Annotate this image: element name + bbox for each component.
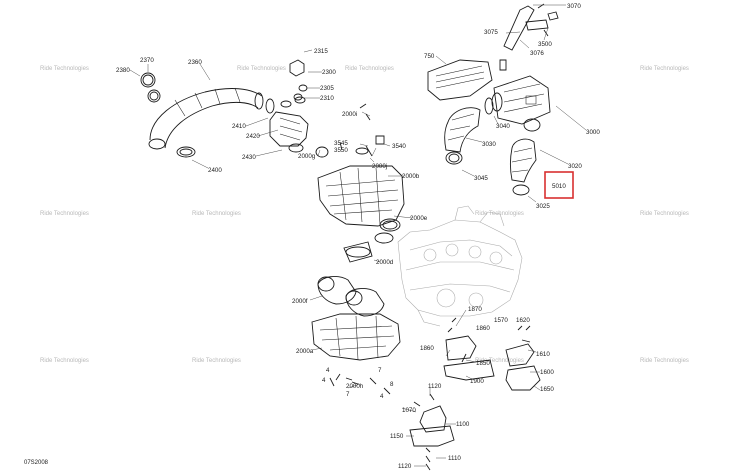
callout-1620: 1620	[516, 317, 530, 324]
callout-2300: 2300	[322, 69, 336, 76]
callout-3550: 3550	[334, 147, 348, 154]
callout-1120: 1120	[398, 463, 412, 470]
callout-2410: 2410	[232, 123, 246, 130]
intake-manifold-lower	[311, 276, 401, 395]
callout-1860: 1860	[420, 345, 434, 352]
callout-2370: 2370	[140, 57, 154, 64]
callout-7: 7	[346, 391, 350, 398]
callout-2000g: 2000g	[298, 153, 316, 160]
watermark: Ride Technologies	[345, 66, 394, 72]
watermark: Ride Technologies	[192, 211, 241, 217]
callout-1150: 1150	[390, 433, 404, 440]
callout-3076: 3076	[530, 50, 544, 57]
callout-1100: 1100	[456, 421, 470, 428]
callout-1610: 1610	[536, 351, 550, 358]
callout-2000a: 2000a	[296, 348, 314, 355]
watermark: Ride Technologies	[40, 66, 89, 72]
callout-1570: 1570	[494, 317, 508, 324]
watermark: Ride Technologies	[40, 211, 89, 217]
callout-labels: 3070 3075 3500 3076 750 3040 3000 3030 3…	[116, 3, 600, 470]
charge-tube-assembly	[140, 59, 309, 158]
callout-1110: 1110	[448, 455, 461, 462]
callout-7: 7	[378, 367, 382, 374]
callout-2315: 2315	[314, 48, 328, 55]
callout-3545: 3545	[334, 140, 348, 147]
callout-2310: 2310	[320, 95, 334, 102]
callout-4: 4	[326, 367, 330, 374]
callout-3075: 3075	[484, 29, 498, 36]
watermark: Ride Technologies	[640, 211, 689, 217]
callout-2430: 2430	[242, 154, 256, 161]
callout-2000i: 2000i	[342, 111, 357, 118]
watermarks: Ride Technologies Ride Technologies Ride…	[40, 66, 689, 364]
callout-2380: 2380	[116, 67, 130, 74]
callout-2000b: 2000b	[402, 173, 420, 180]
callout-2400: 2400	[208, 167, 222, 174]
callout-1600: 1600	[540, 369, 554, 376]
callout-1870: 1870	[468, 306, 482, 313]
callout-3540: 3540	[392, 143, 406, 150]
intake-manifold-upper	[315, 103, 405, 263]
callout-2000h: 2000h	[346, 383, 364, 390]
watermark: Ride Technologies	[640, 358, 689, 364]
callout-1860: 1860	[476, 325, 490, 332]
callout-1650: 1650	[540, 386, 554, 393]
callout-2000f: 2000f	[292, 298, 308, 305]
reference-code: 07S2008	[24, 460, 49, 466]
callout-3070: 3070	[567, 3, 581, 10]
callout-8: 8	[390, 381, 394, 388]
watermark: Ride Technologies	[475, 358, 524, 364]
callout-5010: 5010	[552, 183, 566, 190]
engine-block-illustration	[397, 205, 523, 327]
callout-3020: 3020	[568, 163, 582, 170]
callout-4: 4	[380, 393, 384, 400]
callout-1120: 1120	[428, 383, 442, 390]
callout-3040: 3040	[496, 123, 510, 130]
watermark: Ride Technologies	[40, 358, 89, 364]
engine-mounts	[409, 317, 541, 471]
callout-3500: 3500	[538, 41, 552, 48]
callout-3025: 3025	[536, 203, 550, 210]
callout-2420: 2420	[246, 133, 260, 140]
callout-1850: 1850	[476, 360, 490, 367]
callout-1070: 1070	[402, 407, 416, 414]
callout-2000j: 2000j	[372, 163, 387, 170]
callout-3045: 3045	[474, 175, 488, 182]
highlight-box	[544, 171, 574, 199]
watermark: Ride Technologies	[640, 66, 689, 72]
watermark: Ride Technologies	[237, 66, 286, 72]
leader-lines	[129, 4, 587, 467]
intercooler-assembly	[427, 3, 559, 196]
callout-4: 4	[322, 377, 326, 384]
callout-1900: 1900	[470, 378, 484, 385]
callout-750: 750	[424, 53, 435, 60]
callout-2000e: 2000e	[410, 215, 428, 222]
callout-2360: 2360	[188, 59, 202, 66]
callout-3030: 3030	[482, 141, 496, 148]
watermark: Ride Technologies	[192, 358, 241, 364]
callout-3000: 3000	[586, 129, 600, 136]
callout-2305: 2305	[320, 85, 334, 92]
callout-2000d: 2000d	[376, 259, 394, 266]
